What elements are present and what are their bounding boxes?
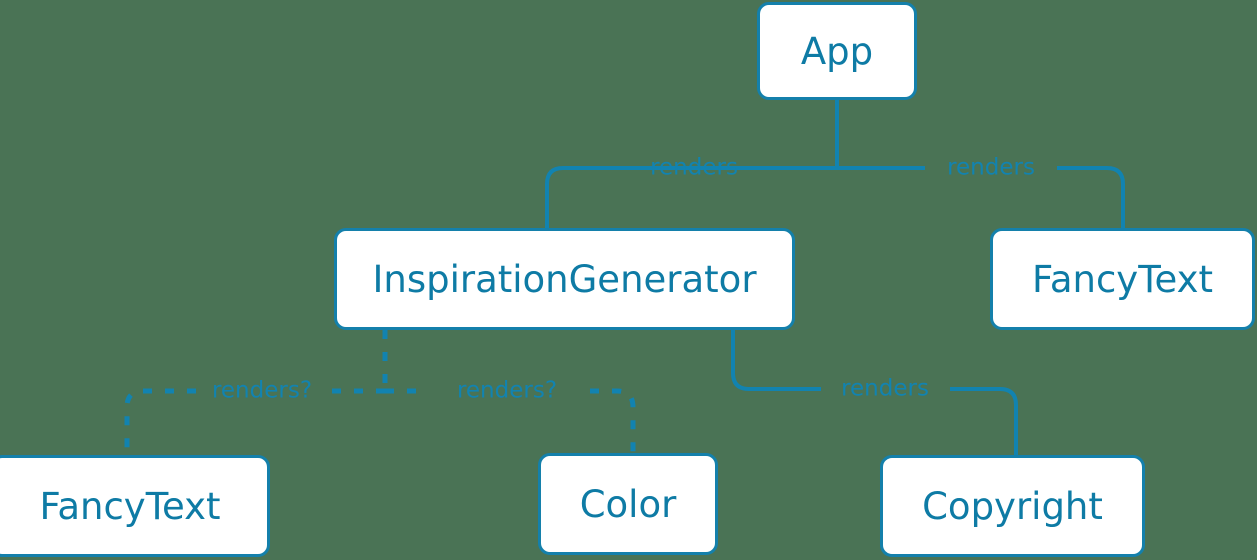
node-app[interactable]: App xyxy=(757,2,917,100)
node-fancytext-right[interactable]: FancyText xyxy=(990,228,1255,330)
node-copyright[interactable]: Copyright xyxy=(880,455,1145,557)
node-color[interactable]: Color xyxy=(538,453,718,555)
edge-inspirationgenerator-to-color xyxy=(385,388,636,453)
edge-label-inspirationgenerator-to-fancytext-bottom: renders? xyxy=(211,377,313,404)
edge-label-inspirationgenerator-to-color: renders? xyxy=(456,377,558,404)
edge-label-inspirationgenerator-to-copyright: renders xyxy=(841,375,929,402)
edge-label-app-to-inspirationgenerator: renders xyxy=(650,154,738,181)
node-fancytext-bottom[interactable]: FancyText xyxy=(0,455,270,557)
node-fancytext-bottom-label: FancyText xyxy=(39,484,221,528)
edge-app-to-inspirationgenerator xyxy=(545,166,837,228)
node-copyright-label: Copyright xyxy=(922,484,1103,528)
node-inspirationgenerator-label: InspirationGenerator xyxy=(372,257,757,301)
edge-inspirationgenerator-to-copyright xyxy=(731,330,1018,455)
node-app-label: App xyxy=(800,29,874,73)
node-inspirationgenerator[interactable]: InspirationGenerator xyxy=(334,228,795,330)
edge-inspirationgenerator-to-fancytext-bottom xyxy=(124,388,385,455)
node-fancytext-right-label: FancyText xyxy=(1031,257,1214,301)
node-color-label: Color xyxy=(579,482,677,526)
edge-label-app-to-fancytext-right: renders xyxy=(947,154,1035,181)
edge-app-to-fancytext-right xyxy=(837,166,1125,228)
